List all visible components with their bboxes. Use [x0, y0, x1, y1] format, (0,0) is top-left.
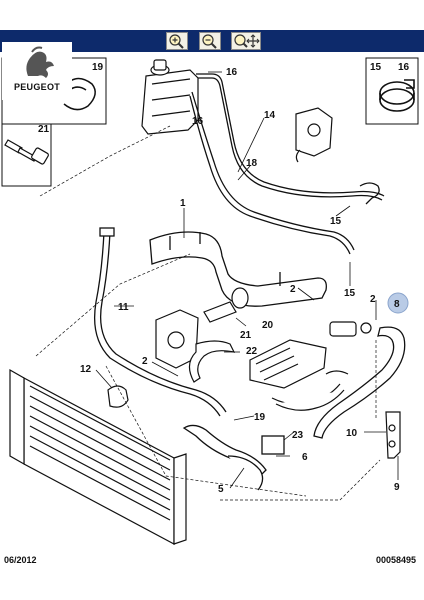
- radiator: [9, 368, 187, 545]
- callout-15a[interactable]: 15: [330, 216, 342, 227]
- hose-5: [182, 424, 285, 491]
- callout-10[interactable]: 10: [346, 428, 358, 439]
- expansion-tank: [141, 59, 199, 135]
- callout-19b[interactable]: 19: [254, 412, 266, 423]
- thermostat-housing: [295, 107, 333, 163]
- clamp-12: [107, 385, 129, 408]
- callout-22[interactable]: 22: [246, 346, 258, 357]
- zoom-in-button[interactable]: [166, 32, 188, 50]
- bolt-part: [4, 139, 49, 165]
- zoom-pan-button[interactable]: [231, 32, 261, 50]
- zoom-out-icon: [202, 34, 217, 49]
- bracket-9: [385, 411, 401, 459]
- brand-name: PEUGEOT: [13, 82, 61, 92]
- callout-8-highlight[interactable]: [387, 292, 409, 314]
- pipe-20: [203, 287, 249, 323]
- callout-6[interactable]: 6: [302, 452, 308, 463]
- callout-9[interactable]: 9: [394, 482, 400, 493]
- callout-21a[interactable]: 21: [38, 124, 50, 135]
- hose-1: [149, 231, 327, 307]
- callout-11[interactable]: 11: [118, 302, 129, 313]
- callout-2c[interactable]: 2: [142, 356, 148, 367]
- callout-19a[interactable]: 19: [92, 62, 104, 73]
- callout-2b[interactable]: 2: [370, 294, 376, 305]
- egr-cooler: [249, 339, 349, 411]
- ring-part: [379, 79, 415, 112]
- viewer-toolbar: [0, 30, 424, 52]
- hose-11: [93, 227, 227, 417]
- callout-23[interactable]: 23: [292, 430, 304, 441]
- callout-18[interactable]: 18: [246, 158, 258, 169]
- detail-box-bolt: [1, 123, 52, 187]
- vent-hoses: [189, 73, 385, 255]
- callout-21b[interactable]: 21: [240, 330, 252, 341]
- callout-5[interactable]: 5: [218, 484, 224, 495]
- callout-20[interactable]: 20: [262, 320, 274, 331]
- callout-15b[interactable]: 15: [344, 288, 356, 299]
- leader-lines: [35, 125, 381, 501]
- zoom-pan-icon: [234, 34, 260, 48]
- water-pump: [155, 309, 236, 383]
- callout-16a[interactable]: 16: [226, 67, 238, 78]
- callout-16b[interactable]: 16: [192, 116, 204, 127]
- zoom-out-button[interactable]: [199, 32, 221, 50]
- footer-date: 06/2012: [4, 555, 37, 565]
- callout-2a[interactable]: 2: [290, 284, 296, 295]
- callout-15-box[interactable]: 15: [370, 62, 382, 73]
- hose-8: [313, 326, 406, 439]
- callout-14[interactable]: 14: [264, 110, 276, 121]
- callout-lines: [95, 71, 399, 489]
- callout-8[interactable]: 8: [394, 299, 400, 310]
- callout-1[interactable]: 1: [180, 198, 186, 209]
- coolant-valve: [329, 321, 372, 337]
- zoom-in-icon: [169, 34, 184, 49]
- callout-16-box[interactable]: 16: [398, 62, 410, 73]
- callout-12[interactable]: 12: [80, 364, 92, 375]
- brand-logo: PEUGEOT: [2, 42, 72, 100]
- lion-icon: [26, 46, 54, 78]
- footer-reference: 00058495: [376, 555, 417, 565]
- detail-box-ring: [365, 57, 419, 125]
